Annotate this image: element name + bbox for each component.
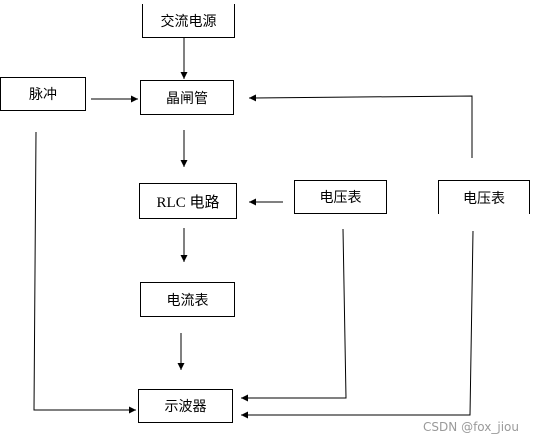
arrow-voltmeter2-to-thyristor (248, 94, 473, 158)
voltmeter-1-node: 电压表 (294, 180, 387, 214)
arrow-voltmeter1-to-oscilloscope (241, 228, 347, 402)
watermark-text: CSDN @fox_jiou (423, 420, 519, 434)
thyristor-label: 晶闸管 (166, 90, 208, 107)
ammeter-node: 电流表 (140, 282, 235, 317)
thyristor-node: 晶闸管 (140, 80, 234, 115)
arrow-pulse-to-oscilloscope (33, 131, 136, 414)
ac-source-label: 交流电源 (160, 13, 217, 30)
pulse-label: 脉冲 (29, 87, 57, 103)
arrow-voltmeter2-to-oscilloscope (241, 230, 474, 419)
voltmeter-2-label: 电压表 (463, 190, 505, 207)
ac-source-node: 交流电源 (142, 4, 235, 38)
oscilloscope-node: 示波器 (138, 389, 233, 423)
voltmeter-2-node: 电压表 (438, 180, 530, 214)
pulse-node: 脉冲 (0, 77, 86, 111)
ammeter-label: 电流表 (166, 292, 209, 309)
oscilloscope-label: 示波器 (164, 399, 207, 415)
voltmeter-1-label: 电压表 (319, 190, 362, 206)
rlc-circuit-label: RLC 电路 (156, 194, 220, 211)
rlc-circuit-node: RLC 电路 (139, 183, 237, 219)
